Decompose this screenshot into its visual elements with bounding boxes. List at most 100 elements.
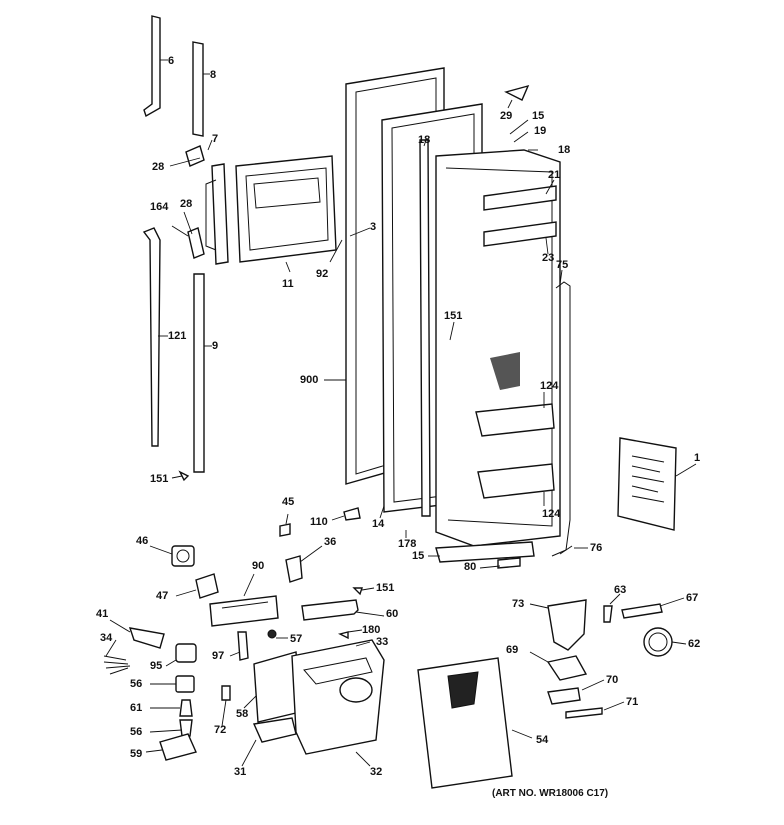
callout-121: 121 [168, 330, 187, 342]
chute-73 [547, 599, 587, 651]
part-63 [603, 605, 613, 623]
part-47 [195, 573, 219, 599]
rod-71 [565, 707, 603, 719]
part-45 [279, 523, 291, 537]
callout-92: 92 [316, 268, 329, 280]
callout-80: 80 [464, 561, 477, 573]
trim-strip-6 [143, 15, 161, 118]
callout-56-upper: 56 [130, 678, 143, 690]
part-56-lower [179, 719, 193, 737]
callout-18-left: 18 [418, 134, 431, 146]
callout-59: 59 [130, 748, 143, 760]
callout-1: 1 [694, 452, 701, 464]
dispenser-cover-54 [417, 657, 513, 789]
rail-18-left [419, 139, 431, 517]
callout-34: 34 [100, 632, 113, 644]
callout-31: 31 [234, 766, 247, 778]
handle-bracket-upper [185, 145, 205, 167]
callout-180: 180 [362, 624, 381, 636]
leader-lines [105, 59, 697, 767]
grille-31 [252, 717, 297, 743]
callout-46: 46 [136, 535, 149, 547]
callout-18-right: 18 [558, 144, 571, 156]
callout-61: 61 [130, 702, 143, 714]
part-95 [175, 643, 197, 663]
part-69 [546, 655, 588, 681]
callout-36: 36 [324, 536, 337, 548]
callout-14: 14 [372, 518, 385, 530]
callout-47: 47 [156, 590, 169, 602]
callout-67: 67 [686, 592, 699, 604]
callout-151-bottom: 151 [376, 582, 395, 594]
callout-56-lower: 56 [130, 726, 143, 738]
callout-90: 90 [252, 560, 265, 572]
door-inner-liner [435, 149, 561, 547]
part-67 [621, 603, 663, 619]
callout-8: 8 [210, 69, 217, 81]
trim-strip-8 [192, 41, 204, 137]
shelf-rail-23 [483, 221, 557, 247]
switch-46 [171, 545, 195, 567]
callout-57: 57 [290, 633, 303, 645]
callout-45: 45 [282, 496, 295, 508]
callout-11: 11 [282, 278, 294, 290]
callout-75: 75 [556, 259, 569, 271]
dispenser-recess-11 [235, 155, 337, 263]
callout-58: 58 [236, 708, 249, 720]
callout-73: 73 [512, 598, 525, 610]
callout-164: 164 [150, 201, 169, 213]
funnel-33 [339, 677, 373, 703]
part-110 [343, 507, 361, 521]
callout-72: 72 [214, 724, 227, 736]
part-57 [267, 629, 277, 639]
part-36 [285, 555, 303, 583]
door-bin-124-lower [477, 463, 555, 499]
callout-95: 95 [150, 660, 163, 672]
callout-71: 71 [626, 696, 639, 708]
pad-59 [159, 733, 197, 761]
trim-strip-121 [142, 227, 161, 447]
callout-32: 32 [370, 766, 383, 778]
callout-33: 33 [376, 636, 389, 648]
part-56-upper [175, 675, 195, 693]
art-number: (ART NO. WR18006 C17) [492, 788, 609, 799]
ring-62 [643, 627, 673, 657]
callout-15-top: 15 [532, 110, 545, 122]
callout-110: 110 [310, 516, 328, 528]
callout-19: 19 [534, 125, 547, 137]
callout-21: 21 [548, 169, 561, 181]
part-97 [237, 631, 249, 661]
callout-60: 60 [386, 608, 399, 620]
callout-70: 70 [606, 674, 619, 686]
callout-23: 23 [542, 252, 555, 264]
callout-3: 3 [370, 221, 377, 233]
callout-178: 178 [398, 538, 417, 550]
callout-124-upper: 124 [540, 380, 559, 392]
callout-62: 62 [688, 638, 701, 650]
handle-bracket-lower [187, 227, 205, 259]
handle-7 [211, 163, 229, 265]
callout-28-lower: 28 [180, 198, 193, 210]
door-bin-124-upper [475, 403, 555, 437]
bottom-trim-80 [435, 541, 535, 563]
control-board-90 [209, 595, 279, 627]
callout-15-bottom: 15 [412, 550, 425, 562]
callout-69: 69 [506, 644, 519, 656]
callout-76: 76 [590, 542, 603, 554]
bracket-60 [301, 599, 359, 621]
wire-harness-29 [504, 84, 530, 101]
part-61 [179, 699, 193, 717]
part-70 [547, 687, 581, 705]
callout-151-left: 151 [150, 473, 169, 485]
callout-900: 900 [300, 374, 319, 386]
callout-29: 29 [500, 110, 513, 122]
callout-124-lower: 124 [542, 508, 561, 520]
shelf-rail-21 [483, 185, 557, 211]
dispenser-housing-32 [291, 639, 385, 755]
wires-34 [103, 655, 131, 675]
callout-54: 54 [536, 734, 549, 746]
part-72 [221, 685, 231, 701]
callout-97: 97 [212, 650, 225, 662]
part-41 [128, 627, 165, 649]
